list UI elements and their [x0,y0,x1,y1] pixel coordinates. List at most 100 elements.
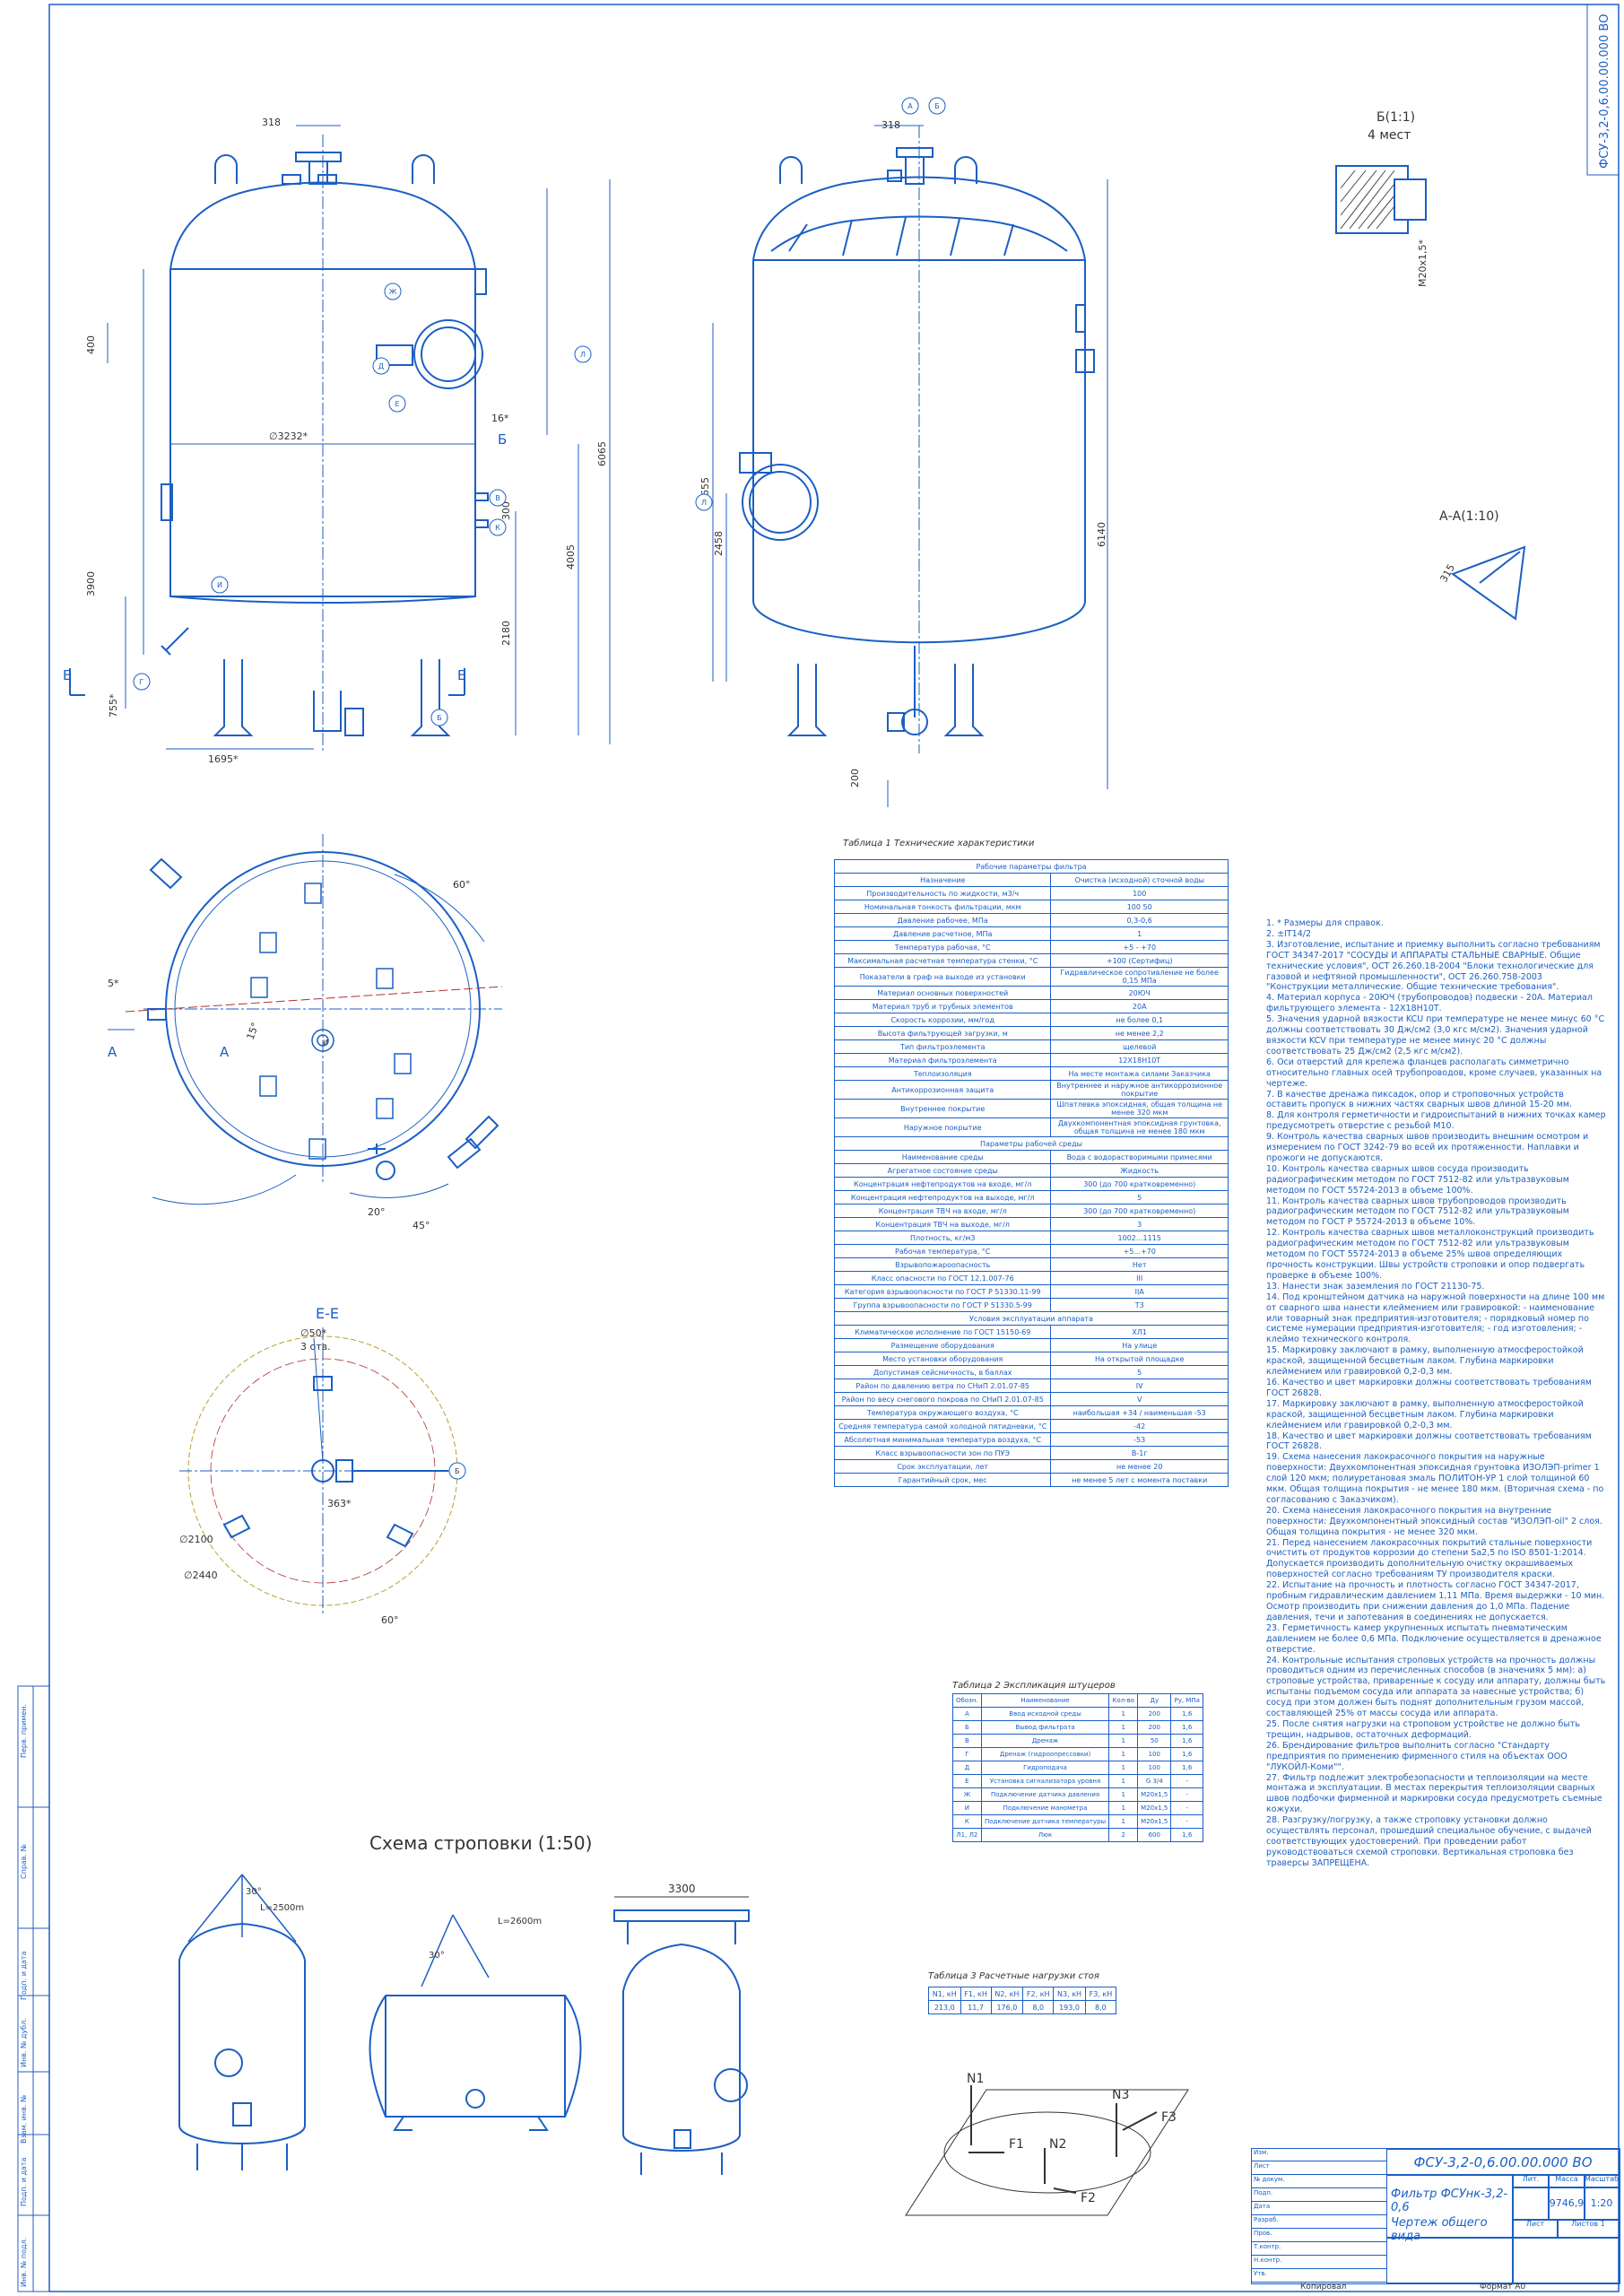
dim-60b: 60° [381,1614,399,1626]
section-mark-b: Б [498,431,507,448]
table2-cell: 1 [1108,1761,1139,1775]
title-block: ФСУ-3,2-0,6.00.00.000 ВО Фильтр ФСУнк-3,… [1251,2148,1620,2284]
title-lit-label: Лит. [1512,2174,1550,2188]
dim-20: 20° [368,1206,386,1218]
table1-value: На улице [1050,1338,1229,1352]
table1-param: Концентрация ТВЧ на входе, мг/л [833,1204,1052,1218]
table2-cell: 1 [1108,1774,1139,1788]
table1-row: Район по весу снегового покрова по СНиП … [833,1392,1229,1406]
dim-363: 363* [327,1498,352,1509]
table1-param: Класс взрывоопасности зон по ПУЭ [833,1446,1052,1460]
table1-value: Двухкомпонентная эпоксидная грунтовка, о… [1050,1118,1229,1137]
table2-header-cell: Кол-во [1108,1693,1139,1708]
table1-row: Рабочая температура, °С+5...+70 [833,1244,1229,1258]
sling-vertical [178,1874,306,2170]
table1-value: III [1050,1271,1229,1285]
table1-param: Материал фильтроэлемента [833,1053,1052,1067]
note-item: 1. * Размеры для справок. [1266,918,1384,928]
forces-labels: N1 N3 N2 F1 F2 F3 [967,2072,1177,2205]
dim-200: 200 [849,769,861,787]
table2-cell: - [1170,1774,1203,1788]
table2-cell: Б [952,1720,982,1735]
table1-param: Климатическое исполнение по ГОСТ 15150-6… [833,1325,1052,1339]
title-code: ФСУ-3,2-0,6.00.00.000 ВО [1413,2154,1593,2170]
table1-value: В-1г [1050,1446,1229,1460]
table1-section3: Условия эксплуатации аппарата [834,1311,1229,1326]
table1-value: Внутреннее и наружное антикоррозионное п… [1050,1080,1229,1100]
table1-value: 100 [1050,886,1229,900]
nozzle-callouts-right [695,97,946,511]
sheet-border [48,4,1620,2292]
note-item: 13. Нанести знак заземления по ГОСТ 2113… [1266,1281,1485,1292]
detail-b [1335,165,1427,234]
table2-cell: 1 [1108,1734,1139,1748]
table1-value: Жидкость [1050,1163,1229,1178]
code-box [1586,4,1620,176]
table2-cell: Л1, Л2 [952,1828,982,1842]
table1-row: Район по давлению ветра по СНиП 2.01.07-… [833,1378,1229,1393]
table1-value: Гидравлическое сопротивление не более 0,… [1050,967,1229,987]
table1-value: 20ЮЧ [1050,986,1229,1000]
sling-length-1: L=2500m [260,1903,304,1913]
sling-side [613,1896,750,2175]
note-item: 26. Брендирование фильтров выполнить сог… [1266,1740,1568,1772]
table2-cell: К [952,1814,982,1829]
table2-cell: Подключение манометра [980,1801,1110,1815]
table1-param: Абсолютная минимальная температура возду… [833,1432,1052,1447]
table1-param: Район по весу снегового покрова по СНиП … [833,1392,1052,1406]
dim-60a: 60° [453,879,471,891]
plan-view-dim-labels: 5* 20° 45° 60° 15° И [108,879,471,1231]
title-lit-value [1512,2187,1550,2221]
table3-cell: 11,7 [960,2000,992,2014]
note-item: 16. Качество и цвет маркировки должны со… [1266,1377,1592,1398]
front-view-right-dims [712,125,1108,807]
table1-param: Теплоизоляция [833,1066,1052,1081]
table1-value: Очистка (исходной) сточной воды [1050,873,1229,887]
nozzle-callout-letters-right: А Б Л [701,102,940,507]
table2-cell: М20х1,5 [1137,1814,1172,1829]
title-role: Т.контр. [1252,2243,1386,2256]
format-label: Формат А0 [1480,2283,1526,2292]
table2-cell: Ввод исходной среды [980,1707,1110,1721]
callout-b: Б [437,714,442,722]
table2-cell: 1,6 [1170,1761,1203,1775]
table1-row: Группа взрывоопасности по ГОСТ Р 51330.5… [833,1298,1229,1312]
note-item: 2. ±IT14/2 [1266,928,1311,939]
table1-row: Показатели в граф на выходе из установки… [833,967,1229,987]
copied-label: Копировал [1300,2283,1347,2292]
side-stamp-label: Взам. инв. № [20,2094,28,2144]
table2-cell: 200 [1137,1720,1172,1735]
title-role: № докум. [1252,2176,1386,2188]
title-empty-cell [1386,2237,1514,2283]
table1-section2: Параметры рабочей среды [834,1136,1229,1151]
table1-param: Внутреннее покрытие [833,1099,1052,1118]
note-item: 8. Для контроля герметичности и гидроисп… [1266,1110,1606,1132]
table1-value: 1 [1050,926,1229,941]
callout-k: К [495,524,500,532]
title-code-cell: ФСУ-3,2-0,6.00.00.000 ВО [1386,2149,1620,2176]
plan-view-dims [108,874,485,1205]
table1-value: V [1050,1392,1229,1406]
table1-param: Наименование среды [833,1150,1052,1164]
dim-2458: 2458 [713,531,725,556]
side-stamp-label: Подп. и дата [20,2157,28,2207]
dim-3-holes: 3 отв. [300,1341,331,1352]
note-item: 5. Значения ударной вязкости KCU при тем… [1266,1014,1605,1057]
